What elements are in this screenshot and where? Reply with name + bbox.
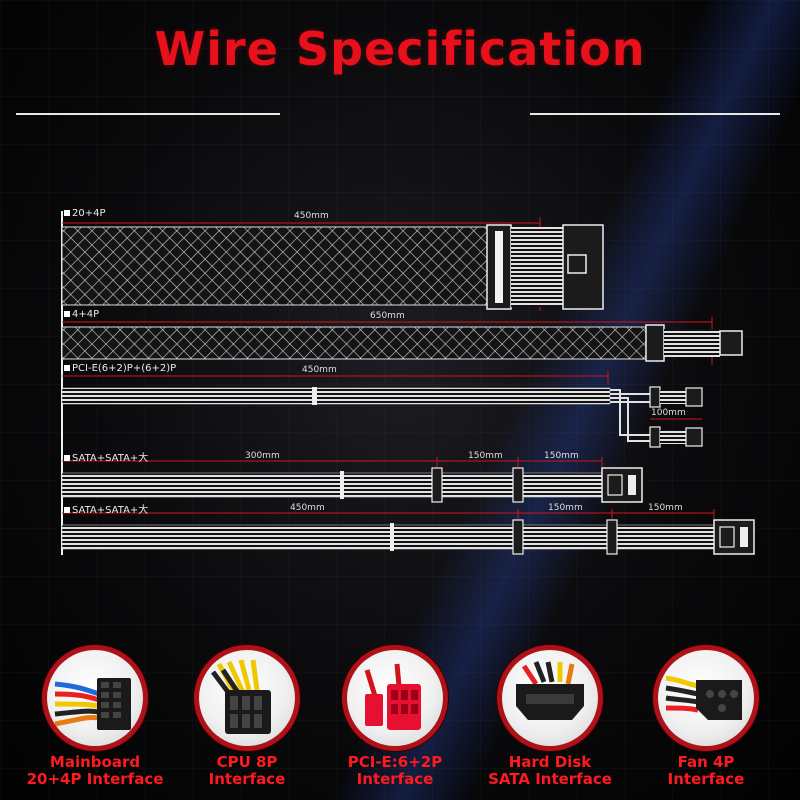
pcie-connector-icon (347, 650, 443, 746)
dim-pcie-split: 100mm (651, 408, 686, 418)
molex-4pin-connector-icon (658, 650, 754, 746)
wire-diagram: 20+4P 450mm 4+4P 650mm PCI-E(6+2)P+(6+2)… (0, 195, 800, 575)
cpu-8pin-connector-icon (199, 650, 295, 746)
title-rule-left (16, 113, 280, 115)
title-rule-right (530, 113, 780, 115)
dim-4-4p-length: 650mm (370, 311, 405, 321)
dim-sata-2-main: 450mm (290, 503, 325, 513)
cable-label-sata-2: SATA+SATA+大 (64, 501, 148, 516)
cable-pcie (61, 371, 703, 448)
dim-sata-1-seg-2: 150mm (544, 451, 579, 461)
dim-sata-2-seg-1: 150mm (548, 503, 583, 513)
dim-20-4p-length: 450mm (294, 211, 329, 221)
cable-sata-1 (61, 457, 643, 503)
atx-24pin-connector-icon (47, 650, 143, 746)
cable-label-pcie: PCI-E(6+2)P+(6+2)P (64, 363, 176, 374)
sata-connector-icon (502, 650, 598, 746)
cable-label-20-4p: 20+4P (64, 208, 106, 219)
cable-label-4-4p: 4+4P (64, 309, 99, 320)
wire-diagram-svg (61, 211, 755, 555)
dim-sata-2-seg-2: 150mm (648, 503, 683, 513)
cable-20-4p (61, 217, 604, 311)
page-title: Wire Specification (154, 22, 646, 76)
cable-sata-2 (61, 509, 755, 555)
dim-pcie-length: 450mm (302, 365, 337, 375)
dim-sata-1-seg-1: 150mm (468, 451, 503, 461)
cable-label-sata-1: SATA+SATA+大 (64, 449, 148, 464)
cable-4-4p (61, 317, 743, 365)
dim-sata-1-main: 300mm (245, 451, 280, 461)
